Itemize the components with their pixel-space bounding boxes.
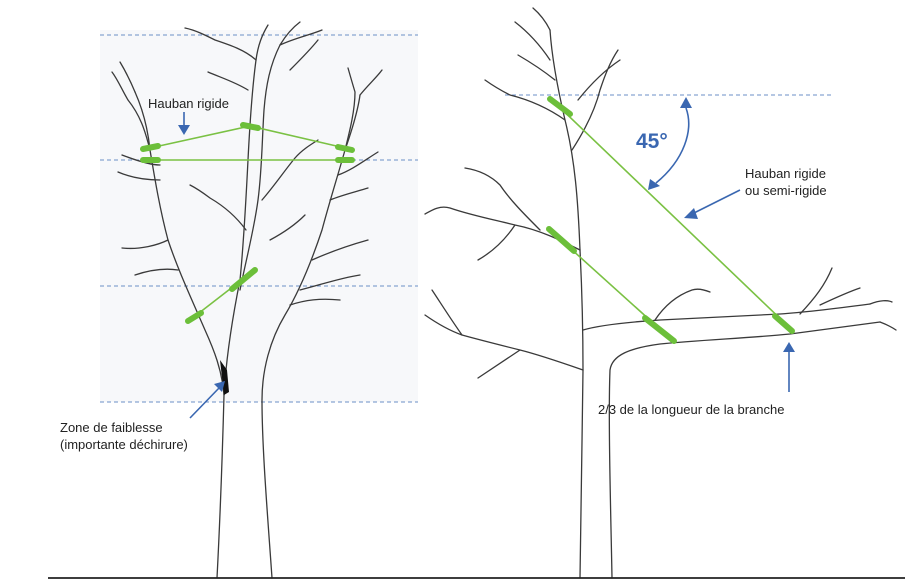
arrowhead	[214, 381, 225, 392]
right-top-branches-left	[484, 7, 566, 121]
right-stem-top	[344, 67, 383, 151]
right-main-branch-top	[582, 303, 871, 331]
right-top-twigs	[514, 21, 556, 81]
left-panel-background	[100, 30, 418, 402]
right-lower-left-twig	[477, 349, 521, 379]
label-weakness-line1: Zone de faiblesse	[60, 420, 163, 435]
weakness-crack	[220, 360, 229, 395]
central-top-branches-left	[184, 27, 257, 91]
right-trunk-right-edge	[608, 321, 881, 579]
arrowhead	[684, 208, 698, 219]
inner-branch-left	[189, 184, 247, 231]
right-left-limb-lower	[477, 224, 516, 261]
right-arrows	[648, 97, 795, 392]
arrowhead	[178, 125, 190, 135]
brace-left-upper-a	[149, 125, 251, 149]
main-limb-twig-1	[654, 288, 711, 321]
brace-pad	[185, 310, 204, 324]
main-limb-tip	[869, 300, 897, 331]
hauban-semi-rigide-arrow	[691, 189, 741, 215]
brace-left-upper-b	[249, 125, 346, 149]
label-right-brace-line2: ou semi-rigide	[745, 183, 827, 198]
right-left-limb	[424, 206, 581, 251]
brace-pad	[772, 313, 795, 334]
left-lower-twigs	[121, 239, 179, 276]
left-braces	[140, 122, 355, 324]
label-branch-fraction: 2/3 de la longueur de la branche	[598, 402, 784, 417]
right-lower-left-limb	[424, 314, 584, 371]
right-tree	[424, 7, 897, 579]
brace-pad	[140, 143, 161, 152]
brace-pad	[240, 122, 261, 131]
brace-pad	[547, 96, 573, 117]
brace-pad	[546, 226, 577, 254]
central-leader-left	[223, 24, 269, 396]
right-lower-twigs	[289, 239, 369, 306]
weakness-arrow	[189, 386, 221, 419]
label-weakness-line2: (importante déchirure)	[60, 437, 188, 452]
right-braces	[546, 96, 795, 344]
label-right-brace-line1: Hauban rigide	[745, 166, 826, 181]
arrowhead	[648, 179, 660, 190]
angle-arc-arrow	[655, 107, 690, 184]
right-left-limb-upper	[464, 167, 541, 231]
inner-branch-right	[269, 214, 306, 241]
brace-right-long	[551, 99, 791, 329]
label-angle: 45°	[636, 130, 668, 153]
right-top-branches-right	[571, 49, 621, 151]
left-tree	[111, 21, 383, 579]
main-limb-twig-2	[799, 267, 861, 315]
arrowhead	[680, 97, 692, 108]
label-hauban-rigide: Hauban rigide	[148, 96, 229, 111]
brace-pad	[229, 267, 258, 292]
central-top-branches-right	[279, 29, 323, 71]
right-lower-left-twig-up	[431, 289, 463, 336]
right-stem-twigs	[329, 151, 379, 201]
left-arrows	[178, 112, 225, 419]
brace-pad	[335, 144, 355, 153]
central-leader-right	[239, 21, 301, 291]
brace-pad	[642, 315, 677, 344]
arrowhead	[783, 342, 795, 352]
